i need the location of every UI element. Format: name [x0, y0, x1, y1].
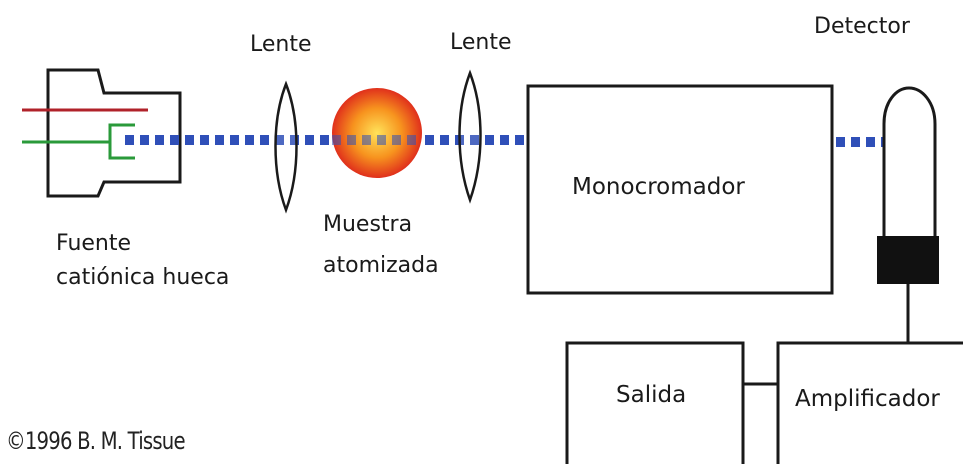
- copyright-notice: ©1996 B. M. Tissue: [6, 427, 186, 455]
- lens-right-label: Lente: [450, 30, 512, 55]
- sample-label-line2: atomizada: [323, 253, 439, 278]
- lens-left-label: Lente: [250, 32, 312, 57]
- output-label: Salida: [616, 382, 687, 408]
- detector-tube: [882, 86, 937, 237]
- source-label-line1: Fuente: [56, 231, 132, 256]
- amplifier-box: [776, 341, 963, 464]
- monochromator-label: Monocromador: [572, 174, 745, 200]
- sample-label-line1: Muestra: [323, 212, 413, 237]
- hollow-cathode-lamp: [22, 68, 182, 198]
- amplifier-label: Amplificador: [795, 386, 940, 412]
- detector-base: [877, 236, 939, 284]
- lens-right: [458, 69, 482, 204]
- detector-label: Detector: [814, 14, 910, 39]
- atomized-sample: [332, 88, 422, 178]
- cathode-cup: [108, 123, 135, 160]
- lens-left: [274, 80, 298, 214]
- monochromator-box: [526, 84, 834, 295]
- source-label-line2: catiónica hueca: [56, 265, 230, 290]
- output-box: [565, 341, 745, 464]
